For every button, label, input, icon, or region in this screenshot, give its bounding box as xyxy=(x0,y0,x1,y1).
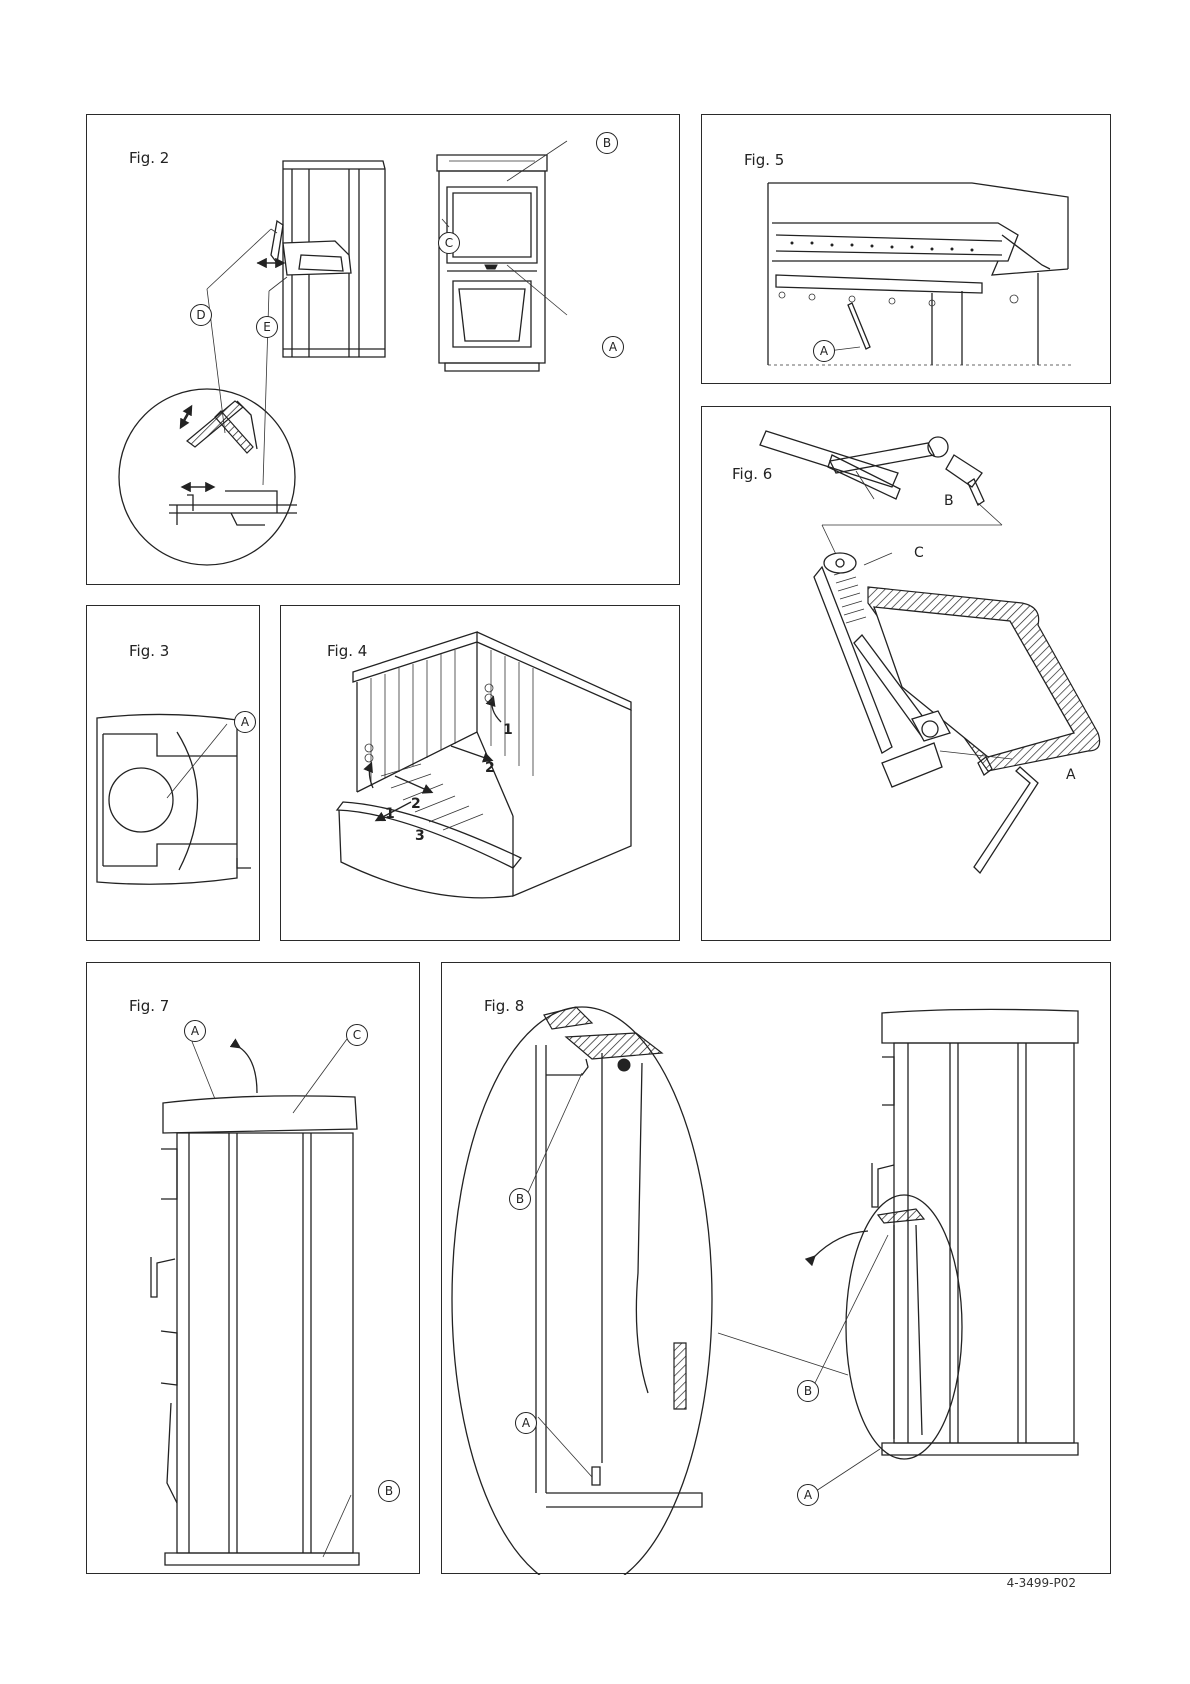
step-2-right: 2 xyxy=(485,760,495,776)
figure-7-drawing xyxy=(87,963,421,1575)
figure-7-panel: Fig. 7 A C B xyxy=(86,962,420,1574)
callout-a: A xyxy=(813,340,835,362)
figure-4-panel: Fig. 4 1 2 1 2 3 xyxy=(280,605,680,941)
label-b: B xyxy=(944,493,954,509)
figure-8-drawing xyxy=(442,963,1112,1575)
figure-6-drawing xyxy=(702,407,1112,942)
figure-6-title: Fig. 6 xyxy=(732,465,772,483)
figure-4-title: Fig. 4 xyxy=(327,642,367,660)
figure-3-title: Fig. 3 xyxy=(129,642,169,660)
step-3: 3 xyxy=(415,828,425,844)
figure-3-drawing xyxy=(87,606,261,942)
figure-5-panel: Fig. 5 A xyxy=(701,114,1111,384)
callout-d: D xyxy=(190,304,212,326)
figure-7-title: Fig. 7 xyxy=(129,997,169,1015)
figure-2-title: Fig. 2 xyxy=(129,149,169,167)
step-1-right: 1 xyxy=(503,722,513,738)
document-code: 4-3499-P02 xyxy=(1007,1576,1076,1590)
callout-a-detail: A xyxy=(515,1412,537,1434)
figure-5-title: Fig. 5 xyxy=(744,151,784,169)
label-a: A xyxy=(1066,767,1076,783)
figure-8-panel: Fig. 8 B A B A xyxy=(441,962,1111,1574)
callout-b-detail: B xyxy=(509,1188,531,1210)
step-2-left: 2 xyxy=(411,796,421,812)
callout-a: A xyxy=(602,336,624,358)
label-c: C xyxy=(914,545,924,561)
callout-b: B xyxy=(596,132,618,154)
callout-c: C xyxy=(346,1024,368,1046)
figure-8-title: Fig. 8 xyxy=(484,997,524,1015)
callout-e: E xyxy=(256,316,278,338)
figure-6-panel: Fig. 6 B C A xyxy=(701,406,1111,941)
callout-a: A xyxy=(234,711,256,733)
callout-c: C xyxy=(438,232,460,254)
callout-b: B xyxy=(378,1480,400,1502)
callout-a-stove: A xyxy=(797,1484,819,1506)
figure-2-drawing xyxy=(87,115,681,586)
figure-2-panel: Fig. 2 B C A D E xyxy=(86,114,680,585)
figure-3-panel: Fig. 3 A xyxy=(86,605,260,941)
step-1-left: 1 xyxy=(385,806,395,822)
callout-b-stove: B xyxy=(797,1380,819,1402)
callout-a: A xyxy=(184,1020,206,1042)
